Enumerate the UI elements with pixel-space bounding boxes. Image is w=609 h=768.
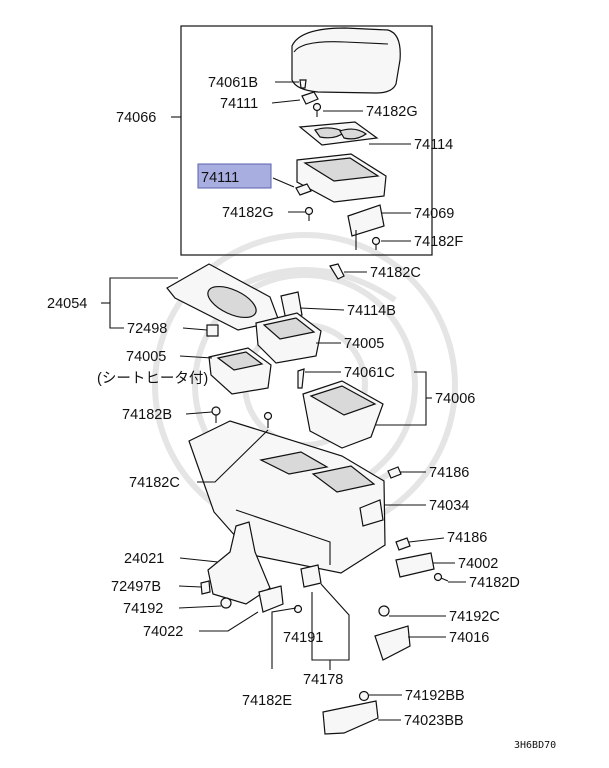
label-74114B[interactable]: 74114B	[347, 303, 396, 319]
clip-74061B-part[interactable]	[299, 79, 307, 89]
label-72497B[interactable]: 72497B	[111, 579, 161, 595]
bracket-74016-part[interactable]	[374, 625, 411, 661]
ashtray-74002-part[interactable]	[395, 552, 435, 578]
screw-74182C-lower-part[interactable]	[263, 411, 273, 429]
highlight-box-74111	[197, 163, 272, 189]
center-console-74034-part[interactable]	[188, 420, 386, 574]
label-74186-lower[interactable]: 74186	[447, 530, 487, 546]
hinge-74111-lower-part[interactable]	[295, 183, 312, 196]
screw-74182G-lower-part[interactable]	[304, 206, 314, 222]
leader-lines	[101, 81, 466, 721]
label-74061C[interactable]: 74061C	[344, 365, 395, 381]
screw-74182E-part[interactable]	[293, 604, 303, 614]
screw-74182B-part[interactable]	[211, 406, 221, 423]
label-74191[interactable]: 74191	[283, 630, 323, 646]
clip-72497B-part[interactable]	[200, 580, 211, 595]
label-74114[interactable]: 74114	[414, 137, 453, 153]
label-74005-left[interactable]: 74005	[126, 349, 166, 365]
label-74111-upper[interactable]: 74111	[220, 96, 258, 112]
clip-74186-upper-part[interactable]	[387, 466, 402, 479]
storage-box-part[interactable]	[296, 153, 387, 203]
label-74006[interactable]: 74006	[435, 391, 475, 407]
label-74066[interactable]: 74066	[116, 110, 156, 126]
diagram-code: 3H6BD70	[514, 740, 556, 751]
hinge-74111-upper-part[interactable]	[301, 91, 319, 105]
clip-74061C-part[interactable]	[297, 368, 305, 389]
storage-bin-74006-part[interactable]	[302, 380, 384, 449]
label-74182G-lower[interactable]: 74182G	[222, 205, 274, 221]
seat-heater-panel-74005-part[interactable]	[208, 347, 272, 395]
screw-74182F-part[interactable]	[371, 236, 381, 251]
screw-74182C-upper-part[interactable]	[329, 263, 345, 280]
group-box-74066	[180, 25, 433, 256]
label-74182E[interactable]: 74182E	[242, 693, 292, 709]
screw-74182G-upper-part[interactable]	[312, 102, 322, 118]
bracket-74022-part[interactable]	[258, 585, 284, 613]
label-24021[interactable]: 24021	[124, 551, 164, 567]
label-74186-upper[interactable]: 74186	[429, 465, 469, 481]
label-74022[interactable]: 74022	[143, 624, 183, 640]
label-74182D[interactable]: 74182D	[469, 575, 520, 591]
tray-74114-part[interactable]	[298, 121, 379, 146]
label-74069[interactable]: 74069	[414, 206, 454, 222]
nut-74192-part[interactable]	[220, 597, 232, 609]
bracket-74178-part[interactable]	[300, 564, 322, 588]
latch-74069-part[interactable]	[347, 204, 385, 250]
label-74005-right[interactable]: 74005	[344, 336, 384, 352]
label-24054[interactable]: 24054	[47, 296, 87, 312]
label-74016[interactable]: 74016	[449, 630, 489, 646]
label-74111-highlighted[interactable]: 74111	[201, 170, 239, 186]
part-labels: 74061B 74111 74182G 74066 74114 74111 74…	[47, 75, 556, 751]
nut-74192C-part[interactable]	[378, 605, 390, 617]
label-74182G-upper[interactable]: 74182G	[366, 104, 418, 120]
shift-panel-24054-part[interactable]	[166, 263, 280, 331]
screw-74182D-part[interactable]	[433, 572, 449, 582]
clip-74186-lower-part[interactable]	[395, 537, 411, 551]
label-74182C-upper[interactable]: 74182C	[370, 265, 421, 281]
label-74178[interactable]: 74178	[303, 672, 343, 688]
label-74002[interactable]: 74002	[458, 556, 498, 572]
cup-holder-74005-part[interactable]	[255, 312, 322, 364]
bracket-74023BB-part[interactable]	[322, 700, 379, 735]
switch-72498-part[interactable]	[206, 324, 219, 337]
label-seat-heater-note: (シートヒータ付)	[97, 370, 208, 387]
label-74034[interactable]: 74034	[429, 498, 469, 514]
label-74192BB[interactable]: 74192BB	[405, 688, 465, 704]
gear-boot-24021-part[interactable]	[207, 521, 271, 605]
label-74192C[interactable]: 74192C	[449, 609, 500, 625]
label-72498[interactable]: 72498	[127, 321, 167, 337]
label-74182B[interactable]: 74182B	[122, 407, 172, 423]
label-74061B[interactable]: 74061B	[208, 75, 258, 91]
nut-74192BB-part[interactable]	[358, 690, 370, 702]
label-74192[interactable]: 74192	[123, 601, 163, 617]
armrest-lid-part[interactable]	[291, 27, 401, 94]
label-74182C-lower[interactable]: 74182C	[129, 475, 180, 491]
label-74023BB[interactable]: 74023BB	[404, 713, 464, 729]
label-74182F[interactable]: 74182F	[414, 234, 463, 250]
